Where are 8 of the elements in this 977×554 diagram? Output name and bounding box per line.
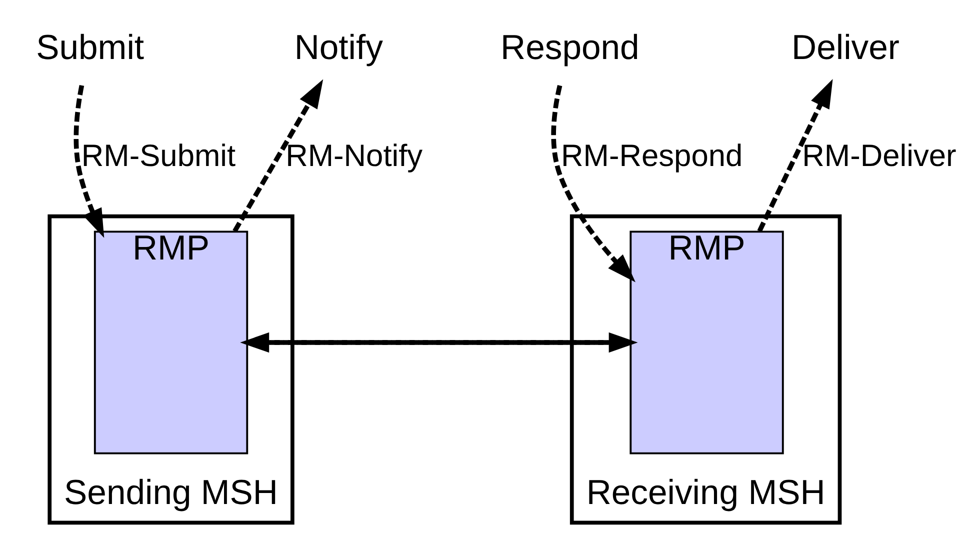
edge-label: RM-Notify — [285, 138, 422, 173]
node-text: Respond — [500, 29, 639, 68]
node-text: Submit — [36, 29, 144, 68]
node-text: Deliver — [791, 29, 899, 68]
node-text: Notify — [294, 29, 383, 68]
edge-label: RM-Deliver — [802, 138, 956, 173]
edge-label: RM-Submit — [80, 138, 236, 173]
edge-label: RM-Respond — [560, 138, 742, 173]
